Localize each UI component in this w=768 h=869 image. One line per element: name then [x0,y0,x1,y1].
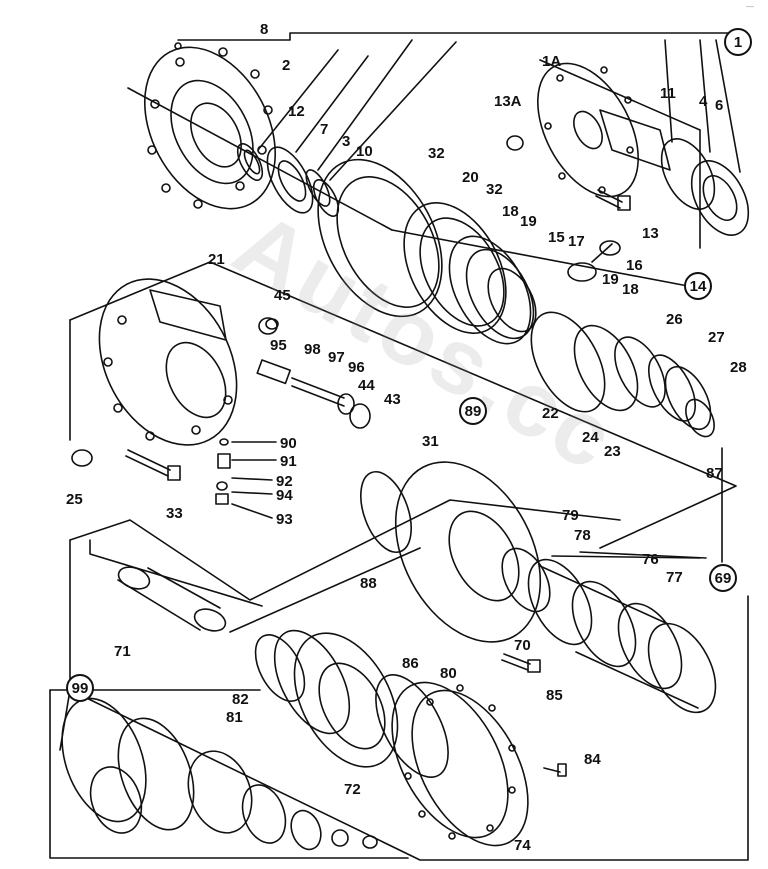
label-90: 90 [280,435,297,452]
nut-part-13A [506,135,524,151]
ring-gear-part-32 [317,158,507,334]
cover-part-74 [391,681,529,847]
label-97: 97 [328,349,345,366]
spindle-part-1A [537,62,750,236]
label-19a: 19 [520,213,537,230]
valve-assembly [256,317,371,429]
label-85: 85 [546,687,563,704]
group-boundary-99 [49,689,409,859]
ring-stack-22-28 [530,311,715,438]
label-15: 15 [548,229,565,246]
brake-housing-part-21 [98,278,238,446]
callout-14: 14 [684,272,712,300]
label-27: 27 [708,329,725,346]
label-98: 98 [304,341,321,358]
label-22: 22 [542,405,559,422]
callout-99: 99 [66,674,94,702]
label-88: 88 [360,575,377,592]
label-26: 26 [666,311,683,328]
label-71: 71 [114,643,131,660]
label-28: 28 [730,359,747,376]
group-boundary-middle [69,261,737,549]
label-2: 2 [282,57,291,74]
label-19b: 19 [602,271,619,288]
label-17: 17 [568,233,585,250]
label-45: 45 [274,287,291,304]
label-23: 23 [604,443,621,460]
label-6: 6 [715,97,724,114]
label-82: 82 [232,691,249,708]
seal-part-86 [375,674,449,778]
label-12: 12 [288,103,305,120]
screw-part-84 [543,763,567,777]
label-78: 78 [574,527,591,544]
bearing-seal-stack [236,39,457,217]
label-10: 10 [356,143,373,160]
label-20: 20 [462,169,479,186]
label-93: 93 [276,511,293,528]
label-16: 16 [626,257,643,274]
label-91: 91 [280,453,297,470]
bolt-part-33 [125,449,181,481]
label-94: 94 [276,487,293,504]
label-18a: 18 [502,203,519,220]
label-77: 77 [666,569,683,586]
callout-69: 69 [709,564,737,592]
hub-part-70 [360,461,551,643]
label-3: 3 [342,133,351,150]
planetary-carrier [448,235,621,345]
label-43: 43 [384,391,401,408]
label-8: 8 [260,21,269,38]
label-84: 84 [584,751,601,768]
label-13: 13 [642,225,659,242]
label-1A: 1A [542,53,562,70]
label-76: 76 [642,551,659,568]
label-32b: 32 [486,181,503,198]
callout-89: 89 [459,397,487,425]
label-92: 92 [276,473,293,490]
label-24: 24 [582,429,599,446]
label-70: 70 [514,637,531,654]
label-11: 11 [660,85,676,102]
label-96: 96 [348,359,365,376]
label-74: 74 [514,837,531,854]
label-44: 44 [358,377,375,394]
label-31: 31 [422,433,439,450]
label-4: 4 [699,93,708,110]
label-81: 81 [226,709,243,726]
bolt-part-13 [595,189,631,211]
label-79: 79 [562,507,579,524]
label-13A: 13A [494,93,522,110]
label-18b: 18 [622,281,639,298]
label-87: 87 [706,465,723,482]
label-21: 21 [208,251,225,268]
label-33: 33 [166,505,183,522]
callout-1: 1 [724,28,752,56]
small-valve-parts-90-94 [215,438,277,519]
label-72: 72 [344,781,361,798]
bolt-part-85 [501,653,541,673]
hub-housing-part-2 [143,42,277,210]
piston-part-72 [254,629,399,768]
label-7: 7 [320,121,329,138]
label-32a: 32 [428,145,445,162]
clutch-discs-76-77 [527,558,717,714]
corner-mark: — [746,2,754,11]
label-25: 25 [66,491,83,508]
label-80: 80 [440,665,457,682]
seal-kit-99 [61,697,378,851]
group-boundary-top [177,32,734,41]
plug-part-25 [71,449,93,467]
label-86: 86 [402,655,419,672]
label-95: 95 [270,337,287,354]
